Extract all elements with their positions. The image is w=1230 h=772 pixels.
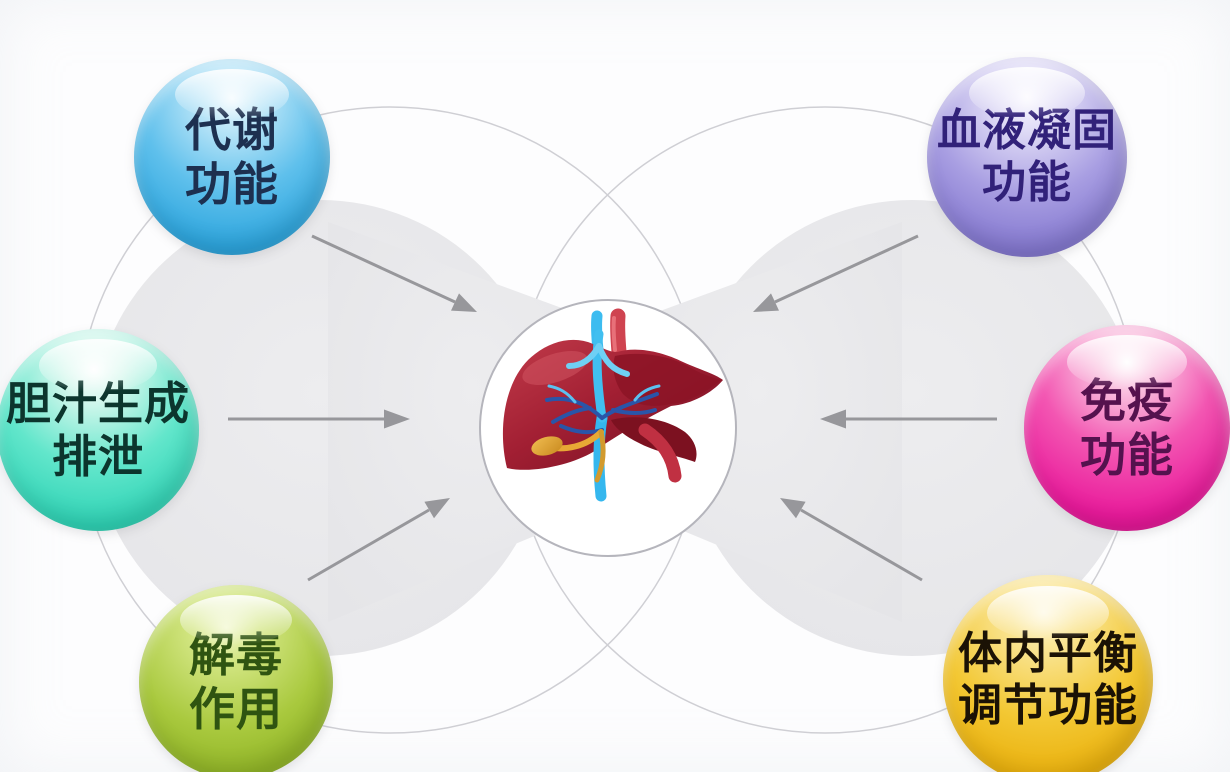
function-bubble-bile: 胆汁生成 排泄	[0, 329, 199, 531]
bubble-label-line: 功能	[1080, 428, 1174, 482]
bubble-label-line: 血液凝固	[937, 105, 1117, 157]
bubble-label-line: 调节功能	[958, 680, 1138, 731]
connector-arrows	[228, 234, 997, 582]
function-bubble-immune: 免疫 功能	[1024, 325, 1230, 531]
bubble-label-line: 体内平衡	[958, 628, 1138, 680]
bubble-label-line: 免疫	[1080, 373, 1174, 428]
arrow-homeostasis	[780, 498, 923, 582]
function-bubble-metabolism: 代谢 功能	[134, 59, 330, 255]
function-bubble-homeostasis: 体内平衡 调节功能	[943, 575, 1153, 772]
bubble-label-line: 胆汁生成	[5, 376, 190, 430]
arrow-coagulation	[753, 234, 919, 312]
bubble-label-line: 功能	[185, 157, 279, 211]
bubble-label-line: 排泄	[51, 430, 144, 483]
bubble-label-line: 作用	[189, 682, 283, 736]
function-bubble-detox: 解毒 作用	[139, 585, 333, 772]
bubble-label-line: 代谢	[185, 102, 279, 157]
arrow-metabolism	[311, 234, 477, 312]
arrow-detox	[307, 498, 450, 582]
bubble-label-line: 解毒	[189, 627, 283, 682]
bubble-label-line: 功能	[982, 157, 1072, 208]
liver-illustration	[502, 308, 723, 502]
arrow-bile	[228, 409, 410, 429]
function-bubble-coagulation: 血液凝固 功能	[927, 57, 1127, 257]
arrow-immune	[820, 409, 997, 429]
